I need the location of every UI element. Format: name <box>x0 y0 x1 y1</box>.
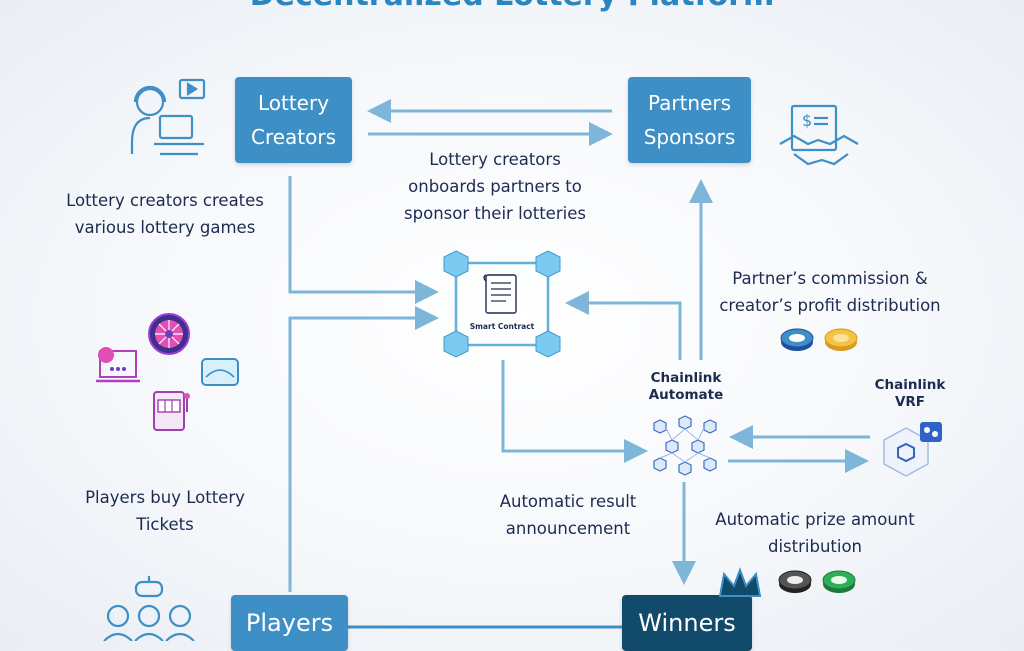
players-group-icon <box>103 576 195 641</box>
players-label: Players <box>245 609 334 637</box>
commission-line2: creator’s profit distribution <box>719 296 941 315</box>
players-node: Players <box>231 595 348 651</box>
card-laptop-icon <box>96 347 140 383</box>
chainlink-automate-line2: Automate <box>648 387 724 403</box>
page-title: Decentralized Lottery Platform <box>0 0 1024 13</box>
onboard-line3: sponsor their lotteries <box>404 204 586 223</box>
result-line1: Automatic result <box>499 492 637 511</box>
chainlink-automate-label: Chainlink Automate <box>636 370 736 404</box>
onboard-label: Lottery creators onboards partners to sp… <box>375 146 615 227</box>
lottery-creators-line2: Creators <box>250 125 337 149</box>
prize-line2: distribution <box>767 537 863 556</box>
players-buy-line1: Players buy Lottery <box>85 488 245 507</box>
contract-handshake-icon: $ <box>779 104 859 166</box>
poker-chips-icon <box>822 570 856 593</box>
result-label: Automatic result announcement <box>488 488 648 542</box>
poker-chips-icon <box>780 328 814 351</box>
commission-line1: Partner’s commission & <box>732 269 928 288</box>
players-buy-label: Players buy Lottery Tickets <box>60 484 270 538</box>
lottery-creators-line1: Lottery <box>257 91 330 115</box>
onboard-line1: Lottery creators <box>429 150 561 169</box>
prize-wheel-icon <box>148 313 190 355</box>
chainlink-vrf-line1: Chainlink <box>874 377 946 393</box>
result-line2: announcement <box>505 519 631 538</box>
svg-text:$: $ <box>802 111 812 130</box>
support-agent-icon <box>130 78 206 156</box>
arrow-players-to-contract <box>288 306 439 592</box>
lottery-creators-node: Lottery Creators <box>235 77 352 163</box>
players-buy-line2: Tickets <box>136 515 194 534</box>
commission-label: Partner’s commission & creator’s profit … <box>700 265 960 319</box>
gold-coin-icon <box>824 328 858 351</box>
poker-chips-icon <box>778 570 812 593</box>
partners-sponsors-line1: Partners <box>647 91 732 115</box>
prize-label: Automatic prize amount distribution <box>700 506 930 560</box>
creators-create-line1: Lottery creators creates <box>66 191 264 210</box>
creators-create-label: Lottery creators creates various lottery… <box>40 187 290 241</box>
blockchain-network-icon <box>653 415 717 476</box>
crown-icon <box>718 567 762 597</box>
gamepad-icon <box>134 580 164 598</box>
chainlink-automate-line1: Chainlink <box>650 370 722 386</box>
casino-table-icon <box>201 358 239 386</box>
smart-contract-label: Smart Contract <box>470 322 535 331</box>
partners-sponsors-node: Partners Sponsors <box>628 77 751 163</box>
chainlink-vrf-label: Chainlink VRF <box>860 377 960 411</box>
arrow-contract-to-automate <box>501 360 648 463</box>
arrow-automate-to-contract <box>565 291 682 360</box>
winners-label: Winners <box>638 609 736 637</box>
creators-create-line2: various lottery games <box>74 218 256 237</box>
onboard-line2: onboards partners to <box>408 177 582 196</box>
chainlink-vrf-line2: VRF <box>894 394 926 410</box>
vrf-cube-icon <box>883 422 942 477</box>
arrow-creators-to-contract <box>288 176 439 304</box>
winners-node: Winners <box>622 595 752 651</box>
partners-sponsors-line2: Sponsors <box>643 125 736 149</box>
prize-line1: Automatic prize amount <box>715 510 915 529</box>
slot-machine-icon <box>153 391 190 431</box>
smart-contract-icon: Smart Contract <box>443 250 561 358</box>
